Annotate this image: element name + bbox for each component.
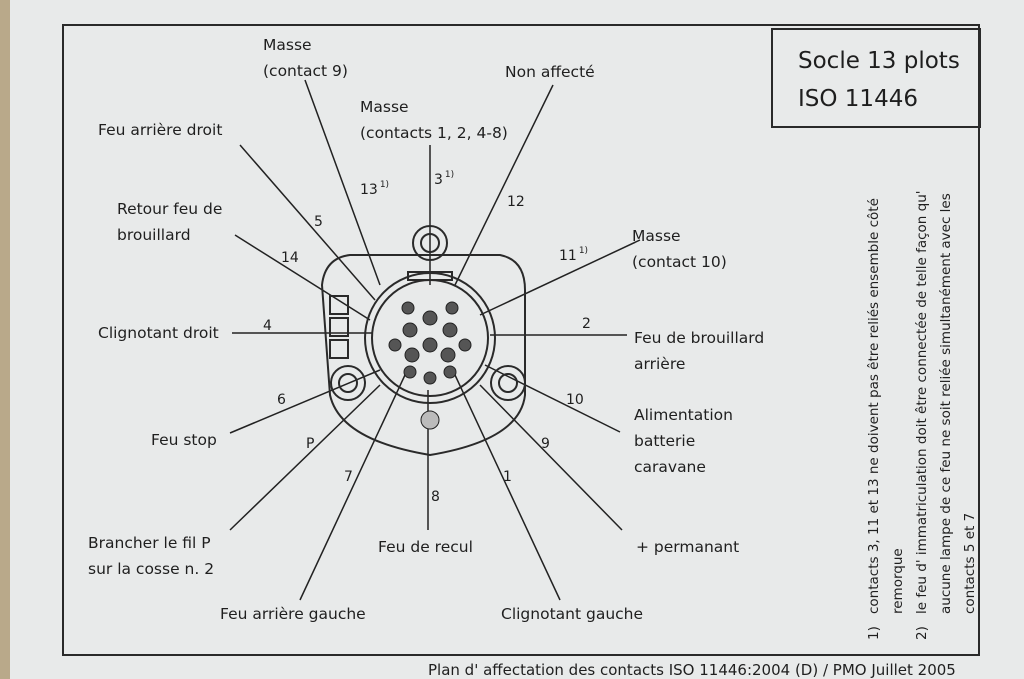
socket-body (320, 225, 526, 457)
label-retour-feu-brouillard: Retour feu de brouillard (117, 200, 223, 244)
pin-number-8: 8 (431, 489, 440, 505)
pin-number-2: 2 (582, 316, 591, 332)
paper-sheet (10, 0, 1024, 679)
pin-number-12: 12 (507, 194, 525, 210)
label-clignotant-droit: Clignotant droit (98, 324, 219, 342)
pin-number-10: 10 (566, 392, 584, 408)
label-masse-contact10: Masse (contact 10) (632, 227, 727, 271)
label-alimentation-batterie: Alimentation batterie caravane (634, 406, 733, 476)
label-non-affecte: Non affecté (505, 63, 595, 81)
footer-caption: Plan d' affectation des contacts ISO 114… (428, 661, 956, 679)
label-clignotant-gauche: Clignotant gauche (501, 605, 644, 623)
pin-number-5: 5 (314, 214, 323, 230)
footnote-2: 2) le feu d' immatriculation doit être c… (914, 190, 978, 640)
label-feu-brouillard-arriere: Feu de brouillard arrière (634, 329, 765, 373)
title-iso: ISO 11446 (798, 86, 918, 112)
socket-pins (388, 301, 472, 430)
pin-number-14: 14 (281, 250, 299, 266)
pin-number-4: 4 (263, 318, 272, 334)
diagram-frame (62, 24, 980, 656)
pin-number-7: 7 (344, 469, 353, 485)
title-box (771, 28, 981, 128)
label-brancher-fil-p: Brancher le fil P sur la cosse n. 2 (88, 534, 215, 578)
pin-number-9: 9 (541, 436, 550, 452)
footnote-1: 1) contacts 3, 11 et 13 ne doivent pas ê… (866, 198, 906, 640)
label-feu-stop: Feu stop (151, 431, 217, 449)
pin-number-6: 6 (277, 392, 286, 408)
label-plus-permanant: + permanant (636, 538, 740, 556)
label-masse-contact9: Masse (contact 9) (263, 36, 348, 80)
label-feu-de-recul: Feu de recul (378, 538, 473, 556)
footnotes-rotated: 1) contacts 3, 11 et 13 ne doivent pas ê… (862, 170, 982, 640)
label-masse-contacts: Masse (contacts 1, 2, 4-8) (360, 98, 508, 142)
label-feu-arriere-droit: Feu arrière droit (98, 121, 223, 139)
pin-number-1: 1 (503, 469, 512, 485)
pin-letter-p: P (306, 436, 315, 452)
leader-lines (229, 79, 641, 601)
title-socle: Socle 13 plots (798, 48, 960, 74)
label-feu-arriere-gauche: Feu arrière gauche (220, 605, 366, 623)
